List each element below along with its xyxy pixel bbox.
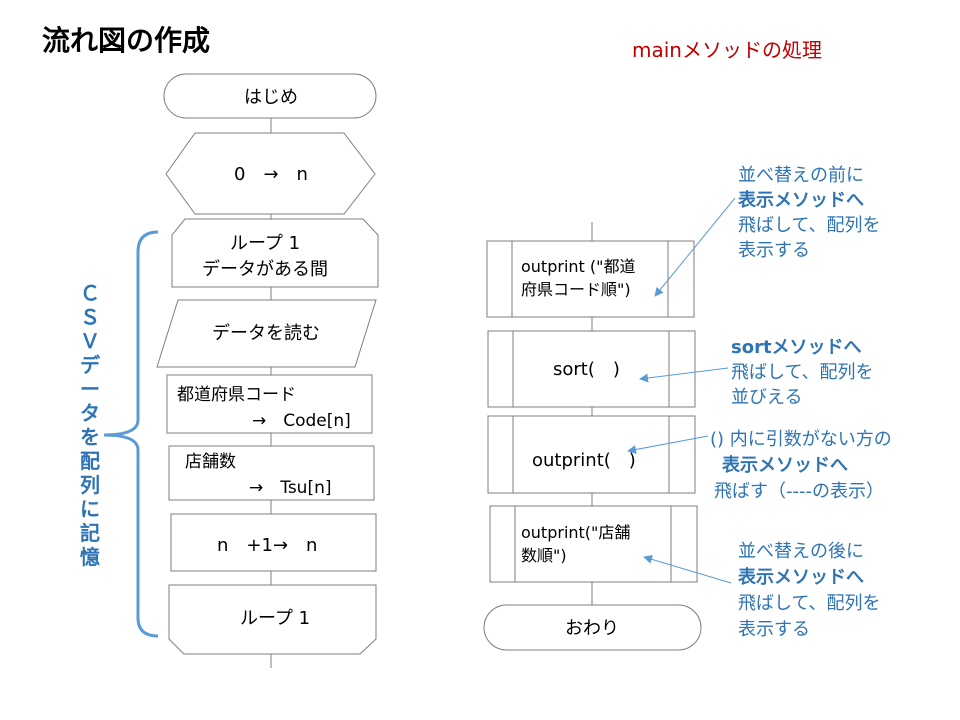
increment-label: n +1→ n — [217, 535, 317, 556]
note1-line2: 表示メソッドへ — [738, 189, 864, 211]
side-char: に — [80, 497, 100, 521]
proc1-line2: 府県コード順") — [521, 280, 631, 299]
side-char: 憶 — [80, 545, 100, 569]
side-char: Ｓ — [80, 305, 100, 329]
side-vertical-label: Ｃ Ｓ Ｖ デ ー タ を 配 列 に 記 憶 — [80, 281, 101, 569]
note4-line1: 並べ替えの後に — [738, 541, 864, 562]
proc1-line1: outprint ("都道 — [521, 257, 636, 276]
assign-pref-line2: → Code[n] — [252, 411, 351, 431]
start-label: はじめ — [244, 87, 298, 108]
side-bracket — [103, 230, 159, 638]
end-label: おわり — [565, 618, 619, 639]
callout-arrow-2 — [639, 367, 729, 383]
page-subtitle: mainメソッドの処理 — [632, 38, 822, 62]
note-sort: sortメソッドへ 飛ばして、配列を 並びえる — [731, 337, 874, 408]
side-char: Ｖ — [80, 329, 100, 353]
side-char: 列 — [80, 473, 100, 497]
note4-line4: 表示する — [738, 619, 810, 640]
note3-line3: 飛ばす（----の表示） — [714, 481, 884, 502]
note3-line1: () 内に引数がない方の — [710, 429, 892, 450]
note1-line3: 飛ばして、配列を — [738, 215, 881, 236]
loop-end: ループ 1 — [168, 584, 377, 655]
note3-line2: 表示メソッドへ — [722, 454, 848, 476]
assign-tsu-line1: 店舗数 — [185, 452, 236, 472]
proc4-line1: outprint("店舗 — [521, 523, 630, 542]
predefined-process-outprint-shop: outprint("店舗 数順") — [489, 505, 698, 583]
callout-arrow-1 — [654, 197, 736, 297]
note-no-arg: () 内に引数がない方の 表示メソッドへ 飛ばす（----の表示） — [710, 429, 892, 502]
side-char: タ — [80, 401, 100, 425]
loop-begin-line2: データがある間 — [202, 259, 328, 280]
read-data-io: データを読む — [156, 299, 377, 368]
end-terminal: おわり — [483, 604, 702, 651]
side-char: ー — [80, 377, 100, 401]
predefined-process-outprint-pref: outprint ("都道 府県コード順") — [486, 240, 695, 318]
page-title: 流れ図の作成 — [42, 24, 210, 57]
assign-tsu-line2: → Tsu[n] — [249, 478, 332, 498]
side-char: 記 — [80, 521, 100, 545]
predefined-process-sort: sort( ) — [487, 330, 696, 408]
side-char: Ｃ — [80, 281, 100, 305]
callout-arrow-4 — [643, 554, 732, 584]
proc4-line2: 数順") — [521, 546, 567, 565]
init-label: 0 → n — [234, 164, 308, 185]
note4-line3: 飛ばして、配列を — [738, 593, 881, 614]
read-data-label: データを読む — [212, 323, 320, 344]
proc3-label: outprint( ) — [532, 450, 636, 471]
note4-line2: 表示メソッドへ — [738, 566, 864, 588]
note-after-sort: 並べ替えの後に 表示メソッドへ 飛ばして、配列を 表示する — [738, 541, 881, 640]
note2-line2: 飛ばして、配列を — [731, 362, 874, 383]
note1-line1: 並べ替えの前に — [738, 165, 864, 186]
loop-begin: ループ 1 データがある間 — [171, 218, 379, 288]
callout-arrow-3 — [627, 435, 709, 454]
assign-tsu-process: 店舗数 → Tsu[n] — [168, 445, 375, 501]
proc2-label: sort( ) — [553, 359, 620, 380]
predefined-process-outprint: outprint( ) — [487, 415, 696, 494]
assign-pref-process: 都道府県コード → Code[n] — [166, 374, 373, 434]
note2-line1: sortメソッドへ — [731, 337, 862, 358]
note2-line3: 並びえる — [731, 387, 802, 408]
loop-end-label: ループ 1 — [240, 608, 310, 629]
loop-begin-line1: ループ 1 — [230, 233, 300, 254]
note-before-sort: 並べ替えの前に 表示メソッドへ 飛ばして、配列を 表示する — [738, 165, 881, 261]
assign-pref-line1: 都道府県コード — [177, 385, 296, 405]
side-char: 配 — [80, 449, 100, 473]
side-char: デ — [80, 353, 101, 377]
note1-line4: 表示する — [738, 240, 810, 261]
increment-process: n +1→ n — [170, 513, 377, 572]
init-preparation: 0 → n — [165, 132, 376, 215]
side-char: を — [80, 425, 100, 449]
start-terminal: はじめ — [163, 73, 377, 119]
